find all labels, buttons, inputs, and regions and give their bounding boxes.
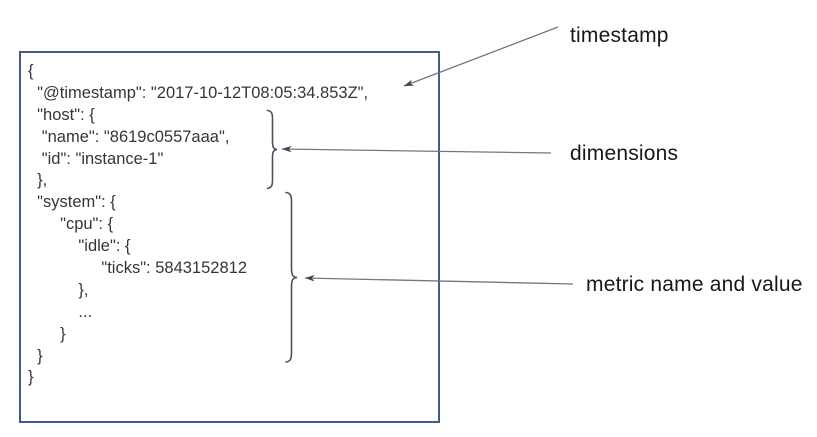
code-line: "system": { (28, 193, 116, 212)
code-line: { (28, 62, 34, 80)
json-code: { "@timestamp": "2017-10-12T08:05:34.853… (28, 61, 368, 389)
code-line: "host": { (28, 105, 95, 124)
code-line: "ticks": 5843152812 (28, 259, 247, 278)
code-line: } (28, 346, 43, 365)
code-line: }, (28, 280, 89, 299)
timestamp-label: timestamp (570, 24, 669, 47)
code-line: "name": "8619c0557aaa", (28, 127, 230, 146)
code-line: } (28, 324, 66, 343)
code-line: }, (28, 171, 48, 190)
code-line: } (28, 368, 34, 387)
dimensions-label: dimensions (570, 142, 679, 165)
code-line: "@timestamp": "2017-10-12T08:05:34.853Z"… (28, 83, 369, 102)
metric-label: metric name and value (586, 273, 803, 296)
code-line: "idle": { (28, 237, 131, 256)
code-line: ... (28, 302, 93, 321)
code-line: "cpu": { (28, 215, 114, 234)
document-box: { "@timestamp": "2017-10-12T08:05:34.853… (19, 51, 440, 423)
code-line: "id": "instance-1" (28, 149, 164, 168)
